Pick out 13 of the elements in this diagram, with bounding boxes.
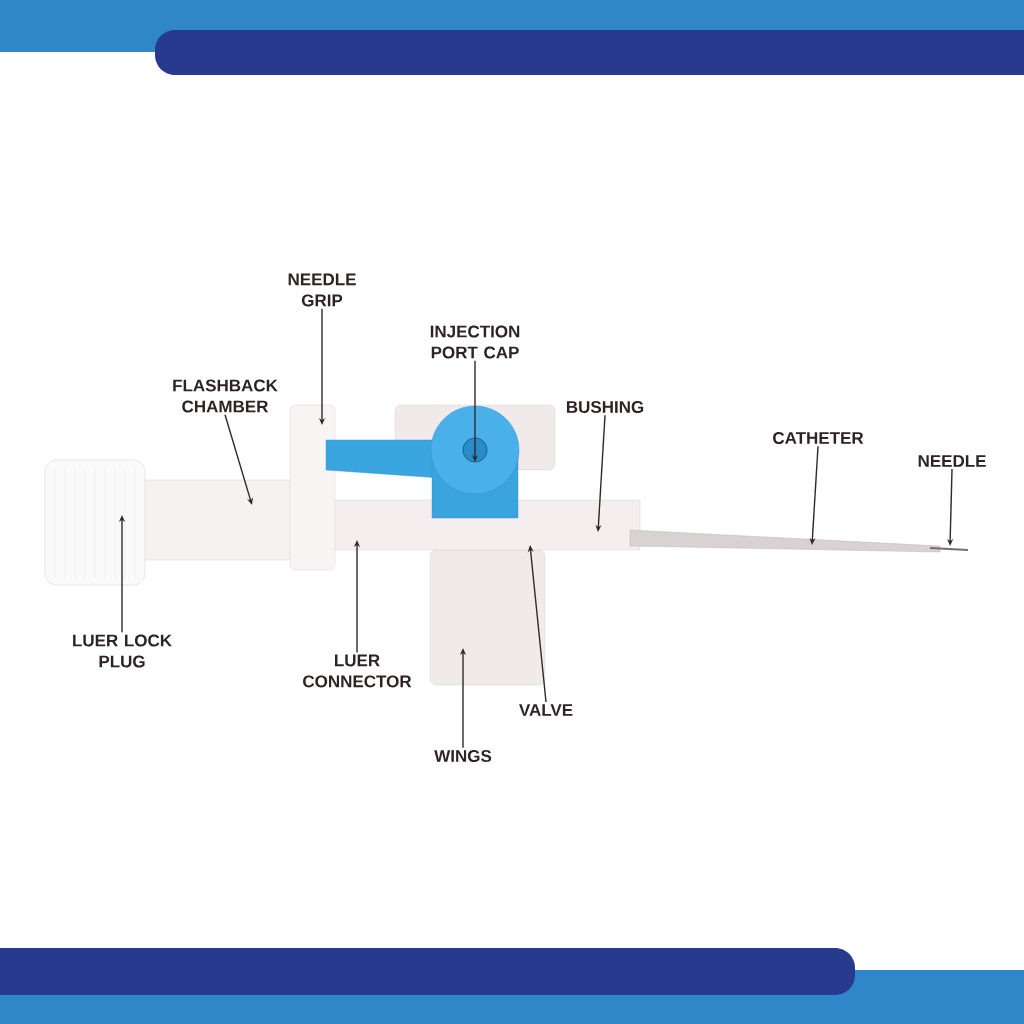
part-label: NEEDLE GRIP (288, 273, 356, 307)
part-label: NEEDLE (918, 455, 986, 467)
part-label: FLASHBACK CHAMBER (173, 379, 278, 413)
part-label: CATHETER (773, 432, 864, 445)
part-label: BUSHING (566, 401, 644, 414)
part-label: INJECTION PORT CAP (430, 325, 520, 359)
part-label: VALVE (519, 704, 573, 716)
part-label: WINGS (434, 750, 492, 763)
part-label: LUER LOCK PLUG (73, 634, 172, 668)
leader-line (224, 414, 253, 505)
part-label: LUER CONNECTOR (303, 654, 412, 688)
leader-line (947, 468, 954, 546)
leader-line (527, 545, 547, 703)
